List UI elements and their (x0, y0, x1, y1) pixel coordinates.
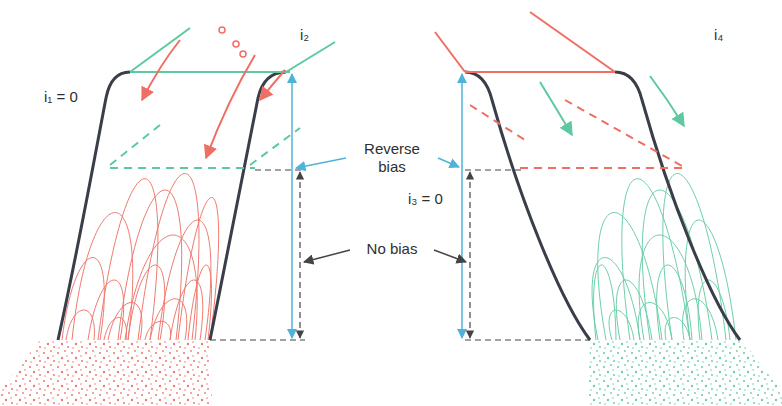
hole-current-arrow (142, 27, 285, 158)
bias-label: No bias (354, 240, 430, 258)
electron-current-arrow (540, 76, 684, 135)
electron-trajectories (592, 174, 736, 341)
current-label: i₄ (714, 26, 723, 44)
reverse-bias-band (435, 12, 682, 168)
reverse-bias-band (110, 28, 335, 168)
bias-label: Reverse bias (350, 140, 434, 176)
dimension-line (210, 74, 590, 340)
electron-region (588, 340, 782, 406)
hole-region (0, 340, 212, 406)
current-label: i₂ (300, 26, 309, 44)
band-edge (58, 72, 740, 340)
current-label: i₃ = 0 (408, 190, 443, 208)
current-label: i₁ = 0 (44, 88, 78, 106)
